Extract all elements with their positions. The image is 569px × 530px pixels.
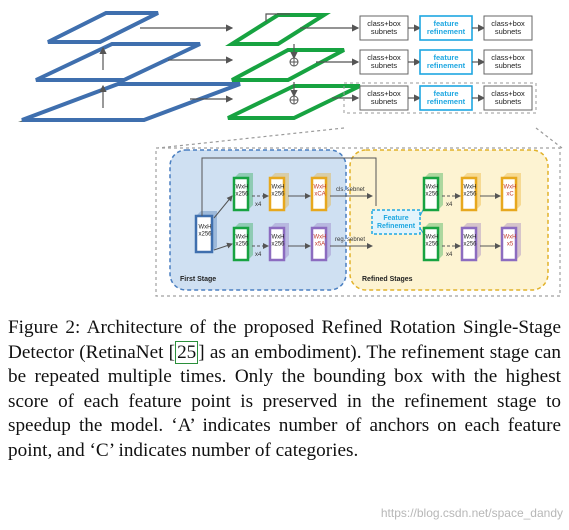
pyramid-level-2 — [35, 42, 201, 82]
bottom-up-pyramid — [21, 11, 241, 122]
arrow-to-cls — [213, 195, 233, 219]
figure-caption: Figure 2: Architecture of the proposed R… — [8, 316, 561, 464]
subnet-box — [483, 85, 533, 111]
fpn-top-down — [225, 13, 361, 120]
feature-refinement-box — [371, 209, 421, 235]
repeat-x4-label: x4 — [255, 252, 262, 258]
subnet-box — [483, 15, 533, 41]
cls-sebnet-label: cls. sebnet — [336, 187, 365, 193]
citation-link[interactable]: 25 — [175, 340, 199, 364]
caption-text-after-ref: ] as an embodiment). The refinement stag… — [8, 341, 561, 461]
subnet-box — [359, 49, 409, 75]
caption-text-before-ref: Figure 2: Architecture of the proposed R… — [8, 317, 561, 363]
subnet-box — [483, 49, 533, 75]
subnet-box — [359, 15, 409, 41]
repeat-x4-label: x4 — [446, 252, 453, 258]
reg-sebnet-label: reg. sebnet — [335, 237, 365, 243]
refined-stages-region — [349, 149, 549, 291]
refined-stages-label: Refined Stages — [362, 276, 413, 283]
arrow-to-reg — [213, 242, 233, 251]
zoom-guides — [157, 127, 563, 149]
watermark: https://blog.csdn.net/space_dandy — [380, 506, 563, 520]
first-stage-region — [169, 149, 347, 291]
first-stage-label: First Stage — [180, 276, 216, 283]
repeat-x4-label: x4 — [255, 202, 262, 208]
pyramid-level-3 — [47, 11, 159, 44]
feature-skip-path — [201, 157, 377, 216]
refinement-box — [419, 15, 473, 41]
fpn-level-3 — [225, 13, 331, 46]
refinement-box — [419, 49, 473, 75]
merge-plus-icons — [289, 57, 299, 105]
fpn-level-2 — [231, 48, 345, 82]
pyramid-level-1 — [21, 82, 241, 122]
highlight-box — [343, 82, 537, 114]
repeat-x4-label: x4 — [446, 202, 453, 208]
